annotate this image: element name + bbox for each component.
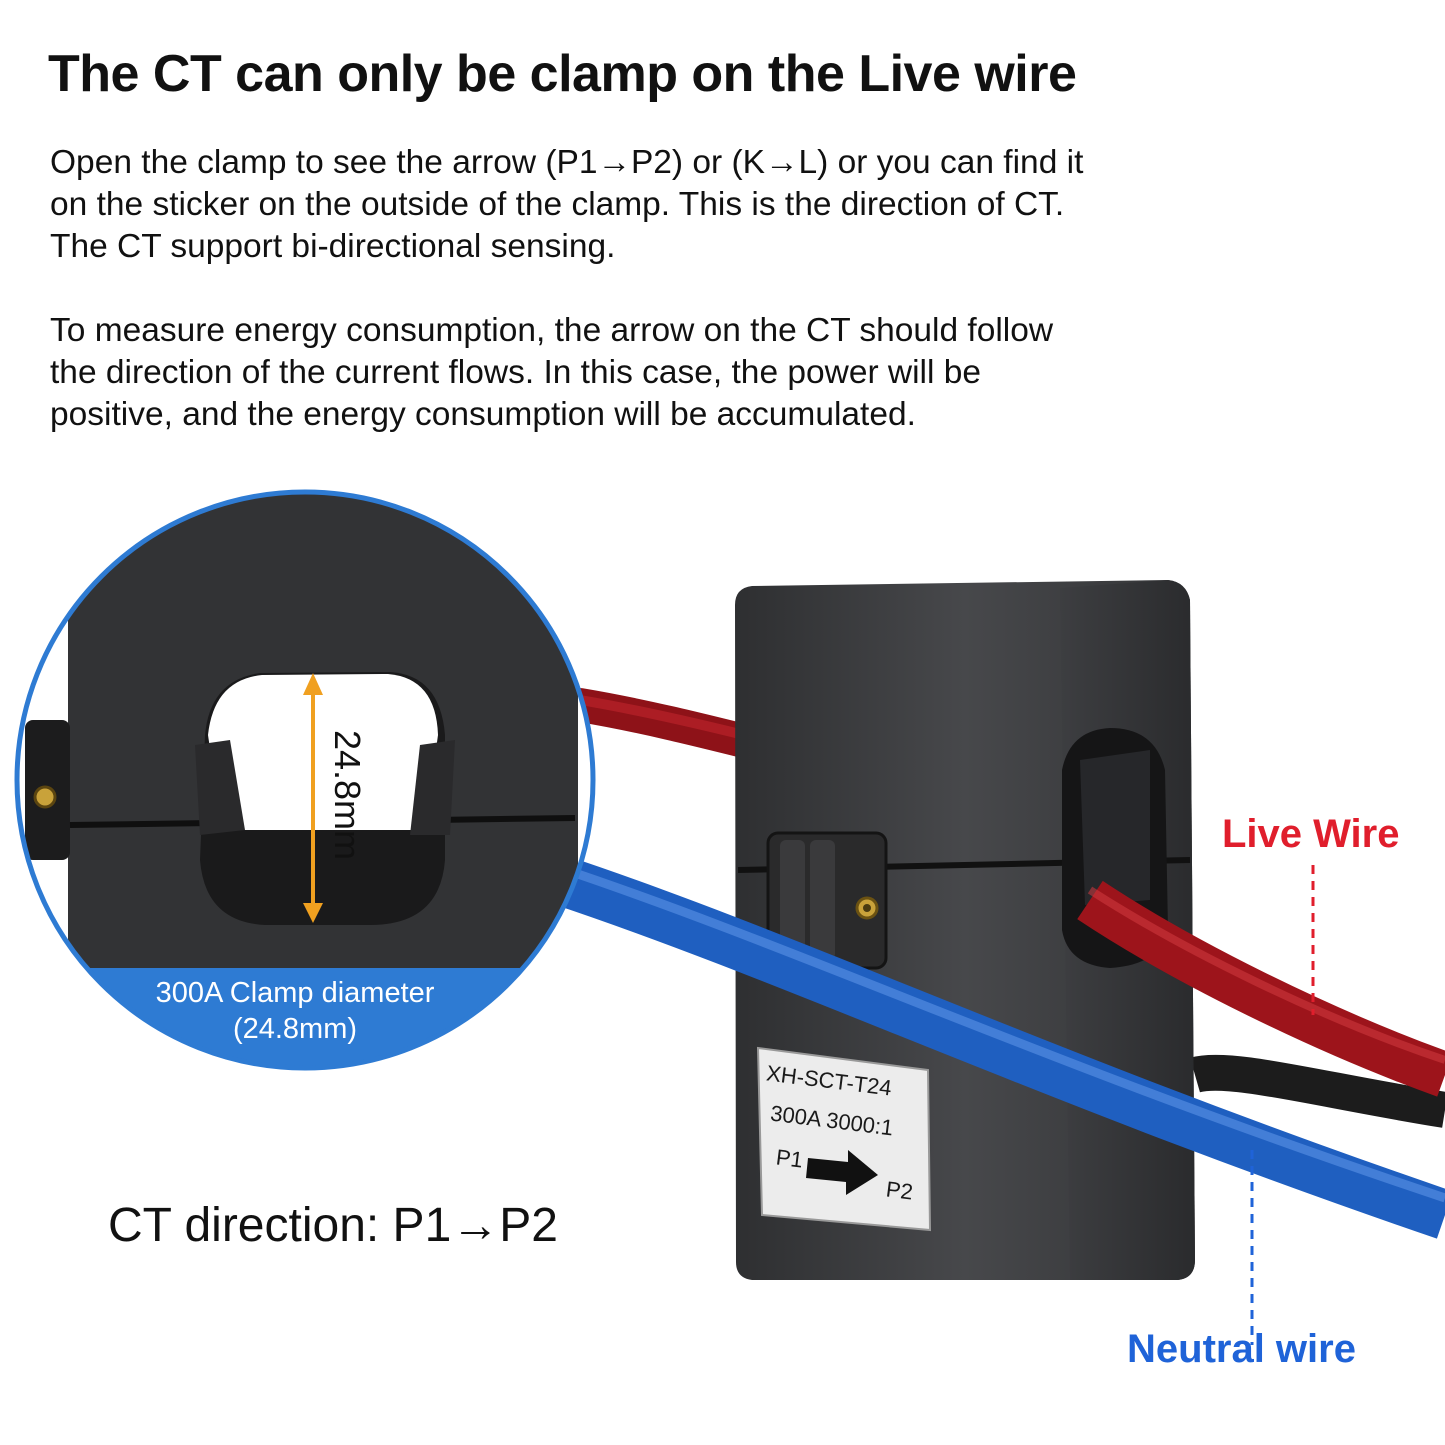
black-wire — [1190, 1054, 1445, 1128]
text-line: The CT support bi-directional sensing. — [50, 228, 616, 265]
measurement-paragraph: To measure energy consumption, the arrow… — [50, 310, 1230, 436]
inset-caption: 300A Clamp diameter (24.8mm) — [120, 975, 470, 1047]
caption-line: 300A Clamp diameter — [155, 977, 435, 1009]
text-line: To measure energy consumption, the arrow… — [50, 312, 1054, 349]
text-line: the direction of the current flows. In t… — [50, 354, 982, 391]
clamp-inset — [14, 489, 596, 1071]
clamp-diameter-value: 24.8mm — [327, 729, 368, 861]
text-line: on the sticker on the outside of the cla… — [50, 186, 1065, 223]
sticker-text: XH-SCT-T24 300A 3000:1 P1 P2 — [760, 1050, 940, 1232]
ct-clamp-illustration — [14, 489, 1445, 1345]
neutral-wire-label: Neutral wire — [1127, 1327, 1356, 1371]
live-wire-label: Live Wire — [1222, 812, 1400, 856]
caption-line: (24.8mm) — [232, 1013, 358, 1045]
ct-sticker — [756, 1046, 932, 1232]
sticker-p1: P1 — [774, 1144, 805, 1173]
live-wire-back — [563, 688, 777, 762]
text-line: positive, and the energy consumption wil… — [50, 396, 916, 433]
sticker-p2: P2 — [884, 1176, 915, 1205]
live-wire — [1077, 880, 1445, 1097]
sticker-model: XH-SCT-T24 — [765, 1060, 894, 1101]
sticker-rating: 300A 3000:1 — [768, 1100, 895, 1141]
neutral-wire — [552, 856, 1445, 1239]
page-title: The CT can only be clamp on the Live wir… — [48, 45, 1077, 103]
ct-direction-label: CT direction: P1→P2 — [108, 1199, 558, 1252]
intro-paragraph: Open the clamp to see the arrow (P1→P2) … — [50, 142, 1230, 268]
direction-arrow-icon — [806, 1150, 878, 1195]
text-line: Open the clamp to see the arrow (P1→P2) … — [50, 144, 1084, 181]
